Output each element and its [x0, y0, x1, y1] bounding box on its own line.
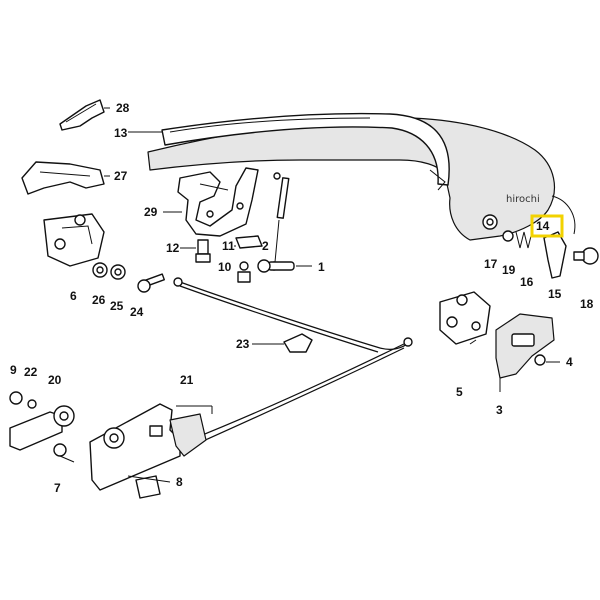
- part-20-handle: [9, 405, 75, 451]
- callout-23: 23: [236, 337, 250, 351]
- part-22-spring: [27, 399, 37, 409]
- callout-25: 25: [110, 299, 124, 313]
- part-21-lever-plate: [89, 403, 213, 491]
- callout-20: 20: [48, 373, 62, 387]
- callout-9: 9: [10, 363, 17, 377]
- callout-21: 21: [180, 373, 194, 387]
- callout-6: 6: [70, 289, 77, 303]
- release-cables: [173, 277, 413, 447]
- callout-5: 5: [456, 385, 463, 399]
- watermark-text: hirochi: [506, 194, 540, 205]
- callout-28: 28: [116, 101, 130, 115]
- callout-10: 10: [218, 260, 232, 274]
- part-3-guide: [495, 313, 555, 379]
- callout-16: 16: [520, 275, 534, 289]
- callout-3: 3: [496, 403, 503, 417]
- part-5-lock: [439, 291, 491, 345]
- part-1-gas-strut: [267, 172, 295, 271]
- callout-29: 29: [144, 205, 158, 219]
- callout-19: 19: [502, 263, 516, 277]
- part-8-clip: [135, 475, 161, 499]
- part-23-clip: [283, 333, 313, 353]
- callout-1: 1: [318, 260, 325, 274]
- part-7-screw: [53, 443, 67, 457]
- callout-14: 14: [536, 219, 550, 233]
- part-25-nut: [110, 264, 126, 280]
- callout-18: 18: [580, 297, 594, 311]
- part-17-washer: [482, 214, 498, 230]
- callout-2: 2: [262, 239, 269, 253]
- part-6-lock: [43, 213, 105, 267]
- callout-labels: 28 13 27 29 12 11 2 10 1 6 26 25 24 23 9…: [10, 101, 594, 495]
- part-27-bracket: [21, 161, 110, 195]
- part-19-washer: [502, 230, 514, 242]
- callout-13: 13: [114, 126, 128, 140]
- callout-17: 17: [484, 257, 498, 271]
- leader-lines: [59, 131, 560, 483]
- part-28-bracket: [59, 99, 110, 131]
- callout-27: 27: [114, 169, 128, 183]
- callout-11: 11: [222, 239, 235, 253]
- part-18-knob: [573, 247, 599, 265]
- callout-22: 22: [24, 365, 38, 379]
- callout-15: 15: [548, 287, 562, 301]
- part-9-cap: [9, 391, 23, 405]
- callout-26: 26: [92, 293, 106, 307]
- part-10-pin: [237, 261, 251, 283]
- part-29-hinge: [177, 167, 259, 237]
- callout-8: 8: [176, 475, 183, 489]
- part-15-lever: [543, 195, 576, 279]
- callout-4: 4: [566, 355, 573, 369]
- part-26-washer: [92, 262, 108, 278]
- callout-24: 24: [130, 305, 144, 319]
- callout-14-highlight: [530, 214, 564, 238]
- part-16-spring: [515, 231, 533, 249]
- part-24-bolt: [137, 273, 166, 293]
- callout-7: 7: [54, 481, 61, 495]
- part-12-bolt: [195, 239, 211, 263]
- part-11-clip: [235, 235, 263, 249]
- part-2-screw: [257, 259, 271, 273]
- part-4-screw: [534, 354, 546, 366]
- callout-12: 12: [166, 241, 180, 255]
- lid-panel: [147, 112, 556, 241]
